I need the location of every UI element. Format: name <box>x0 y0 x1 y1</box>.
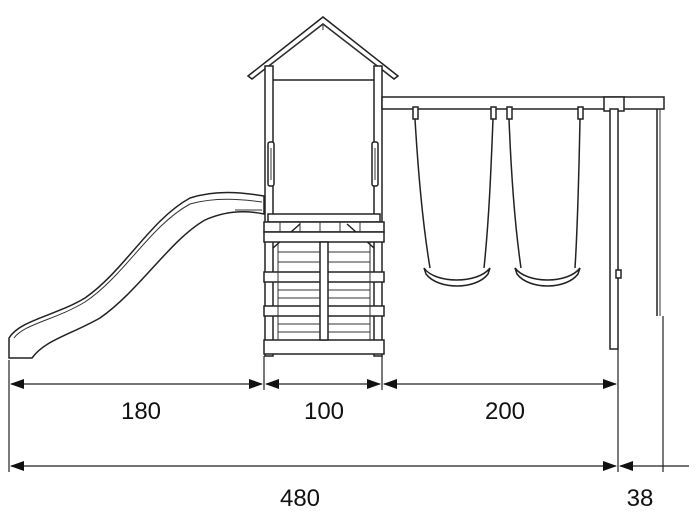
tower-post-right <box>373 65 383 357</box>
label-total-length: 480 <box>280 485 320 512</box>
hanger <box>412 106 419 120</box>
label-tower-width: 100 <box>304 398 344 425</box>
leg-bracket <box>615 269 622 279</box>
hanger <box>577 106 584 120</box>
label-swing-width: 200 <box>485 398 525 425</box>
swing-beam <box>381 96 665 110</box>
dimension-lines <box>8 316 689 472</box>
tower-cladding <box>263 231 385 355</box>
label-leg-offset: 38 <box>627 485 654 512</box>
label-slide-length: 180 <box>121 398 161 425</box>
swing-leg-front <box>609 108 619 350</box>
swing-seat-right <box>508 118 581 287</box>
tower-post-left <box>264 65 274 357</box>
play-tower <box>246 16 400 357</box>
hanger <box>490 106 497 120</box>
slide <box>8 191 265 359</box>
dimension-labels: 180 100 200 480 38 <box>121 398 653 512</box>
swing-seat-left <box>414 118 494 287</box>
hanger <box>506 106 513 120</box>
